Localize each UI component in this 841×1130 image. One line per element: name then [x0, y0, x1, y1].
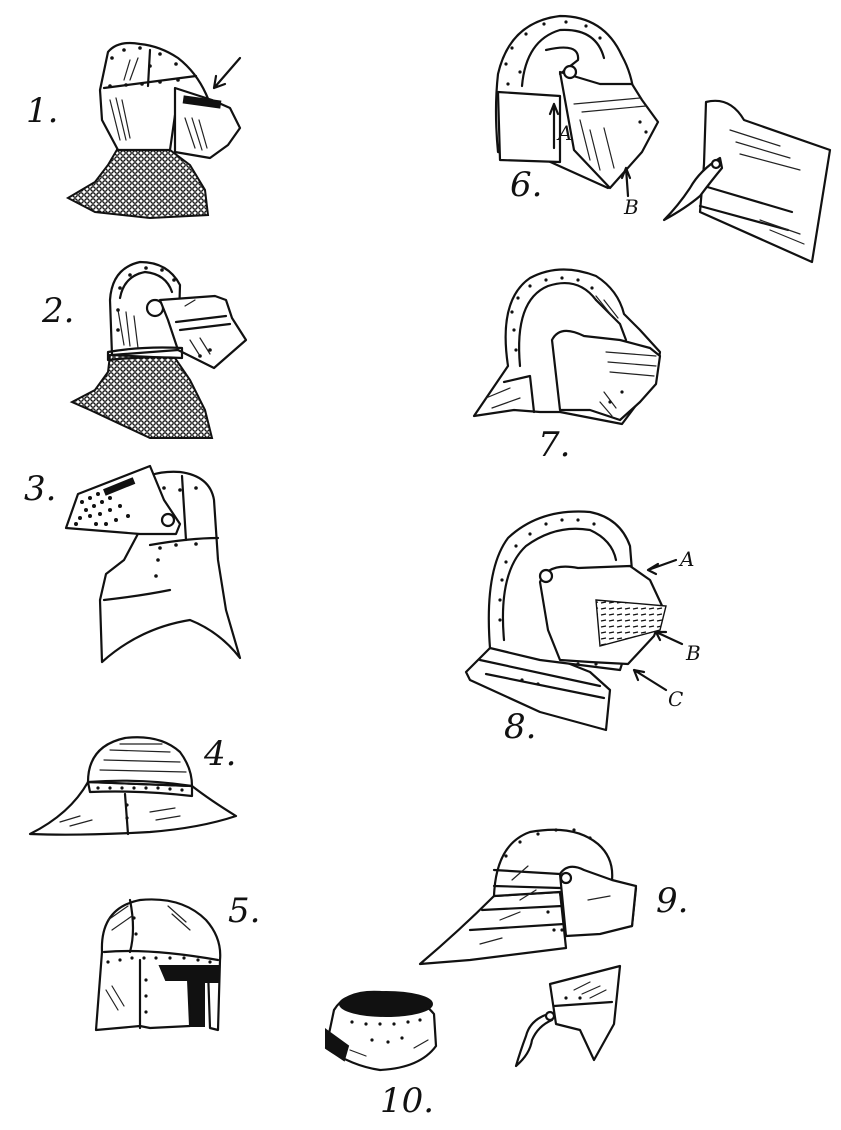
- helmet-figure-6: A B 6.: [494, 14, 832, 264]
- helmet-figure-3: 3.: [24, 464, 242, 664]
- figure-label-4: 4.: [203, 734, 236, 774]
- callout-arrow-c: [632, 668, 668, 692]
- helmet-figure-7: 7.: [472, 268, 662, 465]
- helmet-figure-8: A B C 8.: [464, 510, 701, 747]
- visor-detail: [514, 964, 622, 1068]
- hook: [662, 156, 724, 222]
- callout-arrow-1: [212, 56, 242, 90]
- callout-label-a: A: [556, 121, 572, 145]
- figure-label-3: 3.: [24, 469, 56, 509]
- helmet-figure-2: 2.: [41, 260, 248, 439]
- helmet-figure-4: 4.: [28, 734, 238, 836]
- callout-label-b: B: [623, 195, 639, 219]
- breaths: [595, 599, 667, 647]
- helmet-figure-1: 1.: [26, 41, 242, 220]
- figure-label-7: 7.: [538, 425, 570, 465]
- callout-arrow-a: [646, 558, 678, 576]
- skull: [98, 470, 242, 664]
- hook: [514, 1012, 554, 1068]
- crown: [86, 736, 194, 788]
- callout-label-b: B: [685, 641, 701, 665]
- figure-label-10: 10.: [380, 1081, 434, 1121]
- figure-label-5: 5.: [228, 891, 260, 931]
- figure-label-2: 2.: [41, 291, 74, 331]
- callout-label-a: A: [678, 547, 694, 571]
- mail-aventail: [69, 353, 214, 439]
- callout-arrow-b: [620, 166, 632, 198]
- helmet-figure-5: 5.: [94, 891, 260, 1032]
- raised-visor: [64, 464, 182, 536]
- mail-aventail: [65, 146, 210, 220]
- visor: [558, 865, 638, 938]
- figure-label-8: 8.: [504, 707, 536, 747]
- figure-label-9: 9.: [656, 881, 688, 921]
- eye-slit: [182, 95, 222, 109]
- figure-label-1: 1.: [26, 91, 58, 131]
- helmet-figure-9: 9.: [418, 828, 688, 1068]
- callout-arrow-b: [654, 630, 684, 646]
- figure-label-6: 6.: [510, 165, 542, 205]
- callout-arrow-a: [548, 102, 560, 150]
- visor-detail: [662, 99, 832, 264]
- helmet-figure-10: 10.: [324, 990, 438, 1121]
- visor: [558, 70, 660, 190]
- callout-label-c: C: [668, 687, 683, 711]
- visor: [550, 329, 662, 422]
- collar-opening: [339, 991, 433, 1017]
- brim: [28, 780, 238, 836]
- breaths: [74, 492, 130, 526]
- tail: [496, 90, 562, 164]
- face-opening: [158, 965, 219, 1027]
- skull: [108, 260, 182, 357]
